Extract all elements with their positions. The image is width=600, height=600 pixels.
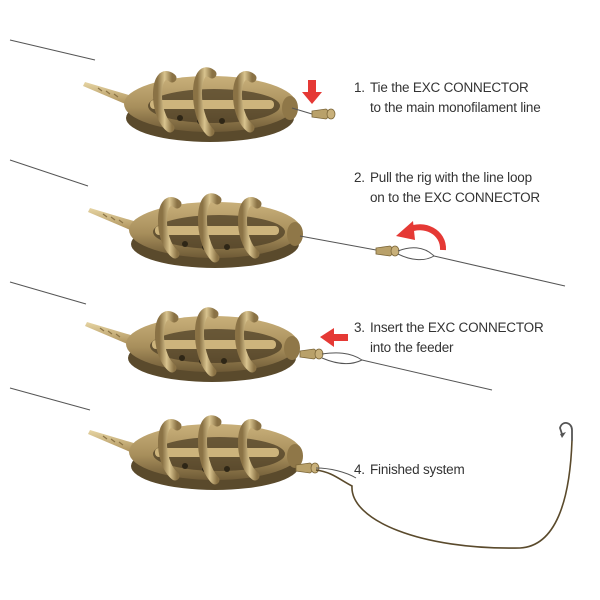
red-curved-arrow-icon — [396, 221, 443, 250]
step4-illustration — [10, 388, 572, 548]
step-text-line1: Finished system — [370, 462, 465, 477]
step-2-instruction: 2.Pull the rig with the line loop on to … — [354, 168, 540, 208]
red-left-arrow-icon — [320, 328, 348, 347]
step-number: 4. — [354, 460, 370, 480]
step1-illustration — [10, 40, 335, 142]
step-4-instruction: 4.Finished system — [354, 460, 465, 480]
step-text-line1: Tie the EXC CONNECTOR — [370, 80, 529, 95]
step-1-instruction: 1.Tie the EXC CONNECTOR to the main mono… — [354, 78, 541, 118]
step-number: 1. — [354, 78, 370, 98]
step-number: 2. — [354, 168, 370, 188]
step-text-line1: Insert the EXC CONNECTOR — [370, 320, 544, 335]
step-text-line1: Pull the rig with the line loop — [370, 170, 532, 185]
step-3-instruction: 3.Insert the EXC CONNECTOR into the feed… — [354, 318, 544, 358]
step-text-line2: to the main monofilament line — [354, 98, 541, 118]
step-text-line2: into the feeder — [354, 338, 544, 358]
step-text-line2: on to the EXC CONNECTOR — [354, 188, 540, 208]
step-number: 3. — [354, 318, 370, 338]
red-down-arrow-icon — [302, 80, 322, 104]
fish-hook-icon — [560, 423, 572, 440]
